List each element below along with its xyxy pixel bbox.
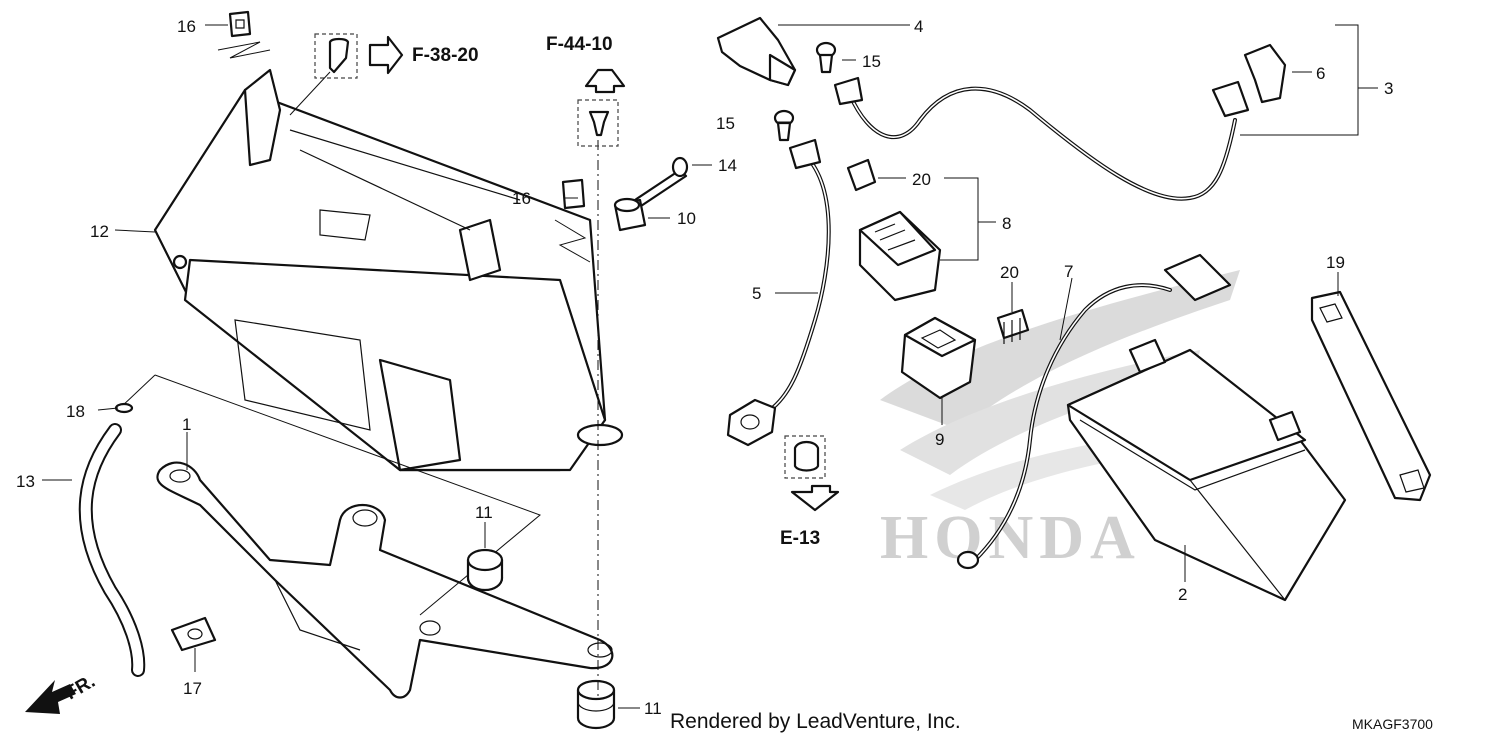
clip-18 <box>114 402 134 414</box>
callout-14: 14 <box>718 156 737 175</box>
arrow-right-icon <box>368 35 404 75</box>
callout-5: 5 <box>752 284 761 303</box>
render-credit: Rendered by LeadVenture, Inc. <box>670 710 961 733</box>
callout-2: 2 <box>1178 585 1187 604</box>
cable-5 <box>726 138 831 447</box>
battery-stay-1 <box>156 461 614 699</box>
bolt-box-f3820 <box>314 33 358 79</box>
reference-e-13: E-13 <box>780 528 820 549</box>
arrow-up-icon <box>584 68 626 94</box>
diagram-code: MKAGF3700 <box>1352 716 1433 732</box>
fuse-cover-9 <box>900 316 977 400</box>
callout-19: 19 <box>1326 253 1345 272</box>
clamp-17 <box>170 616 217 652</box>
collar-10 <box>613 197 647 232</box>
callout-11-upper: 11 <box>475 503 493 522</box>
callout-20-upper: 20 <box>912 170 931 189</box>
cushion-11-upper <box>466 548 504 592</box>
callout-12: 12 <box>90 222 109 241</box>
callout-17: 17 <box>183 679 202 698</box>
terminal-cover-4 <box>716 16 797 87</box>
battery-case-12 <box>153 68 624 472</box>
callout-16-right: 16 <box>512 189 531 208</box>
band-19 <box>1310 290 1432 502</box>
fuse-20-upper <box>846 158 877 192</box>
front-arrow-icon <box>25 680 76 714</box>
fuse-20-lower <box>996 308 1030 344</box>
callout-4: 4 <box>914 17 923 36</box>
front-marker-label: FR. <box>62 671 99 704</box>
grommet-box-e13 <box>784 435 826 479</box>
clip-16-right <box>554 178 591 263</box>
callout-16-top: 16 <box>177 17 196 36</box>
callout-20-lower: 20 <box>1000 263 1019 282</box>
callout-3: 3 <box>1384 79 1393 98</box>
bolt-box-f4410 <box>577 99 619 147</box>
battery-2 <box>1066 338 1347 602</box>
callout-6: 6 <box>1316 64 1325 83</box>
callout-9: 9 <box>935 430 944 449</box>
reference-f-38-20: F-38-20 <box>412 45 479 66</box>
callout-7: 7 <box>1064 262 1073 281</box>
callout-11-lower: 11 <box>644 699 662 718</box>
bolt-14 <box>633 156 689 208</box>
callout-18: 18 <box>66 402 85 421</box>
clip-16-top <box>217 10 271 59</box>
callout-10: 10 <box>677 209 696 228</box>
fuse-box-8 <box>858 210 942 302</box>
callout-8: 8 <box>1002 214 1011 233</box>
callout-15-lower: 15 <box>716 114 735 133</box>
cushion-11-lower <box>576 679 616 730</box>
callout-1: 1 <box>182 415 191 434</box>
terminal-cover-6 <box>1243 43 1287 104</box>
cable-7 <box>956 253 1232 570</box>
callout-15-upper: 15 <box>862 52 881 71</box>
bolt-15-lower <box>773 109 795 142</box>
cable-3 <box>833 76 1250 201</box>
reference-f-44-10: F-44-10 <box>546 34 613 55</box>
arrow-down-icon <box>790 484 840 512</box>
callout-13: 13 <box>16 472 35 491</box>
bolt-15-upper <box>815 41 837 74</box>
